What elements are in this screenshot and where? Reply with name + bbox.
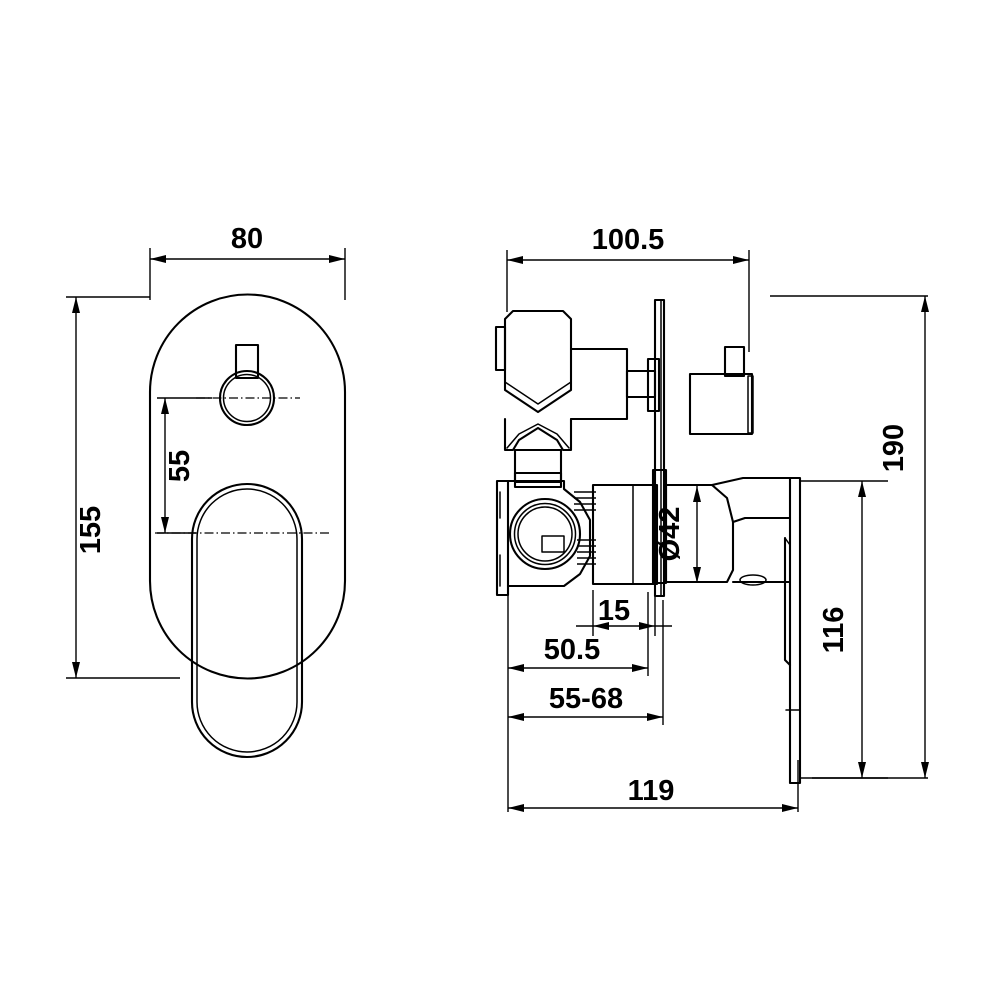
arrow-top-190 <box>921 296 929 312</box>
arrow-right-80 <box>329 255 345 263</box>
arrow-bottom-190 <box>921 762 929 778</box>
wall-plate-upper <box>653 298 666 598</box>
dimension-cartridge-diameter: Ø42 <box>654 486 701 583</box>
arrow-left-50-5 <box>508 664 524 672</box>
handle-assembly-side <box>664 476 802 785</box>
arrow-left-15 <box>593 622 609 630</box>
dim-label-119: 119 <box>628 775 675 807</box>
upper-body-block <box>503 309 573 414</box>
lever-blade-taper <box>784 537 791 784</box>
dim-label-15: 15 <box>598 595 630 627</box>
dim-label-100-5: 100.5 <box>592 224 665 256</box>
lower-valve-body <box>495 468 668 597</box>
upper-body-chevron-inner <box>504 381 572 405</box>
arrow-right-119 <box>782 804 798 812</box>
dim-label-50-5: 50.5 <box>544 634 600 666</box>
arrow-top-55 <box>161 398 169 414</box>
lower-body-port-inner <box>517 506 573 562</box>
lever-blade[interactable] <box>788 476 802 785</box>
lower-body-port-outer <box>508 497 582 571</box>
dimension-button-to-lever: 55 <box>157 397 212 534</box>
handle-hub <box>664 483 735 584</box>
dim-label-55-68: 55-68 <box>549 683 623 715</box>
dimension-overall-height: 190 <box>770 295 929 779</box>
lower-body-left-flange <box>495 479 510 597</box>
arrow-top-116 <box>858 481 866 497</box>
lower-body-port-mid <box>513 502 577 566</box>
arrow-left-100-5 <box>507 256 523 264</box>
front-elevation-view: 80 155 55 <box>66 223 347 759</box>
dimension-wall-thickness-range: 55-68 <box>507 600 664 725</box>
dimension-body-depth: 50.5 <box>507 590 649 676</box>
upper-valve-body <box>494 309 629 484</box>
dimension-plate-height: 155 <box>66 296 180 679</box>
wall-plate-section <box>653 298 666 598</box>
dimension-plate-width: 80 <box>149 223 346 300</box>
arrow-left-55-68 <box>508 713 524 721</box>
set-screw-bump <box>739 574 767 586</box>
dimension-total-projection: 119 <box>507 725 799 812</box>
arrow-bottom-55 <box>161 517 169 533</box>
dim-label-55: 55 <box>164 450 196 482</box>
arrow-right-55-68 <box>647 713 663 721</box>
front-lever-handle-inner-outline <box>196 488 298 753</box>
arrow-left-119 <box>508 804 524 812</box>
dim-label-116: 116 <box>818 607 850 654</box>
upper-body-left-cap <box>494 325 507 372</box>
dim-label-42: Ø42 <box>654 507 686 562</box>
upper-spindle-shaft <box>625 369 657 399</box>
dimension-plate-offset: 15 <box>576 590 672 636</box>
dim-label-80: 80 <box>231 223 263 255</box>
upper-body-right-extension <box>569 347 629 421</box>
dim-label-155: 155 <box>75 506 107 554</box>
upper-spindle-assembly <box>625 345 754 436</box>
arrow-right-50-5 <box>632 664 648 672</box>
lower-body-top-boss <box>513 471 563 489</box>
arrow-bottom-155 <box>72 662 80 678</box>
upper-body-dome <box>503 417 573 452</box>
arrow-left-80 <box>150 255 166 263</box>
arrow-bottom-42 <box>693 567 701 583</box>
side-section-view: 100.5 Ø42 15 50.5 <box>494 224 929 812</box>
handle-collar-slope <box>710 476 792 487</box>
diverter-tab[interactable] <box>234 343 260 380</box>
dimension-overall-depth: 100.5 <box>506 224 750 352</box>
dimension-lever-height: 116 <box>800 480 888 779</box>
lower-body-outline <box>506 479 592 588</box>
arrow-right-15 <box>639 622 655 630</box>
arrow-right-100-5 <box>733 256 749 264</box>
lever-blade-edge <box>783 536 792 667</box>
arrow-top-42 <box>693 486 701 502</box>
cartridge-housing <box>591 483 659 586</box>
arrow-top-155 <box>72 297 80 313</box>
diverter-knob-tab <box>723 345 746 378</box>
handle-collar-body <box>731 516 792 524</box>
front-lever-handle-outline[interactable] <box>190 482 304 759</box>
diverter-knob-block <box>688 372 754 436</box>
arrow-bottom-116 <box>858 762 866 778</box>
dim-label-190: 190 <box>878 424 910 472</box>
diverter-knob-edge <box>747 375 754 434</box>
upper-body-neck <box>513 448 563 484</box>
lower-body-port-keyway <box>541 535 565 553</box>
upper-body-dome-inner <box>506 423 570 449</box>
upper-spindle-collar <box>646 357 661 413</box>
